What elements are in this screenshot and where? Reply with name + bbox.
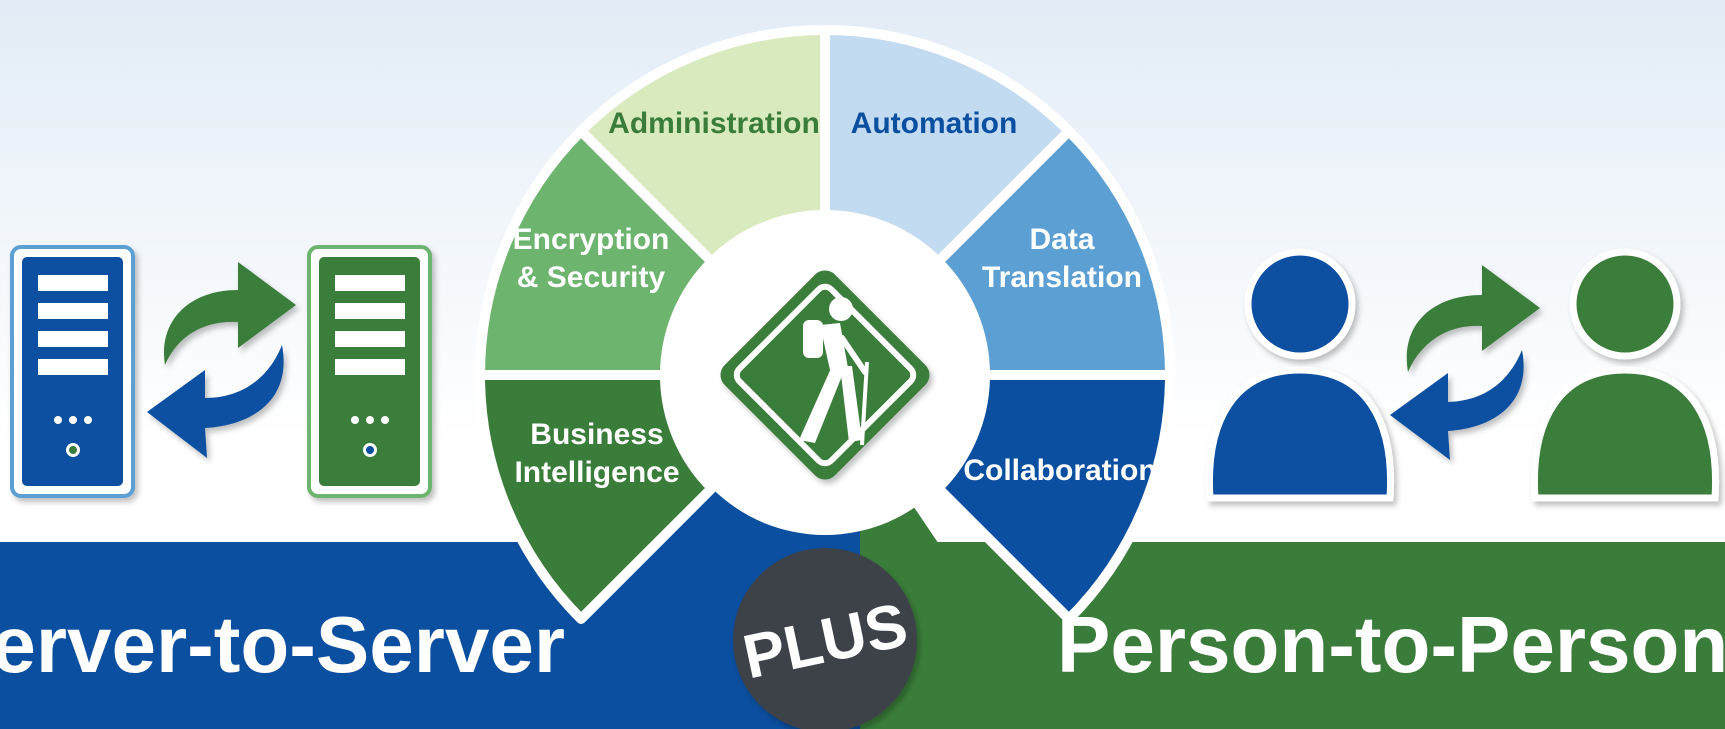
segment-label-line: Intelligence: [514, 456, 679, 489]
server-green-icon: [307, 245, 432, 498]
segment-label-line: Encryption: [513, 223, 670, 256]
person-to-person-text: Person-to-Person: [1057, 600, 1725, 689]
segment-label-line: Translation: [982, 261, 1142, 294]
plus-badge-circle: [733, 548, 917, 729]
segment-label-line: Collaboration: [963, 454, 1156, 487]
segment-label-collaboration: Collaboration: [963, 454, 1156, 487]
segment-label-line: Business: [530, 418, 663, 451]
server-to-server-text: Server-to-Server: [0, 600, 565, 689]
segment-label-line: Data: [1029, 223, 1094, 256]
segment-label-line: Administration: [608, 107, 820, 140]
segment-label-encryption-security: Encryption & Security: [513, 223, 670, 294]
person-blue-icon: [1205, 248, 1395, 502]
segment-label-automation: Automation: [851, 107, 1018, 140]
banner-right: [860, 542, 1725, 729]
sync-arrows-icon: [147, 262, 296, 458]
plus-badge: PLUS: [733, 548, 917, 729]
segment-label-administration: Administration: [608, 107, 820, 140]
hiker-sign-icon: [720, 270, 930, 480]
person-green-icon: [1530, 248, 1720, 502]
server-blue-icon: [10, 245, 135, 498]
sync-arrows-icon: [1390, 265, 1540, 460]
segment-label-line: Automation: [851, 107, 1018, 140]
segment-label-line: & Security: [517, 261, 666, 294]
